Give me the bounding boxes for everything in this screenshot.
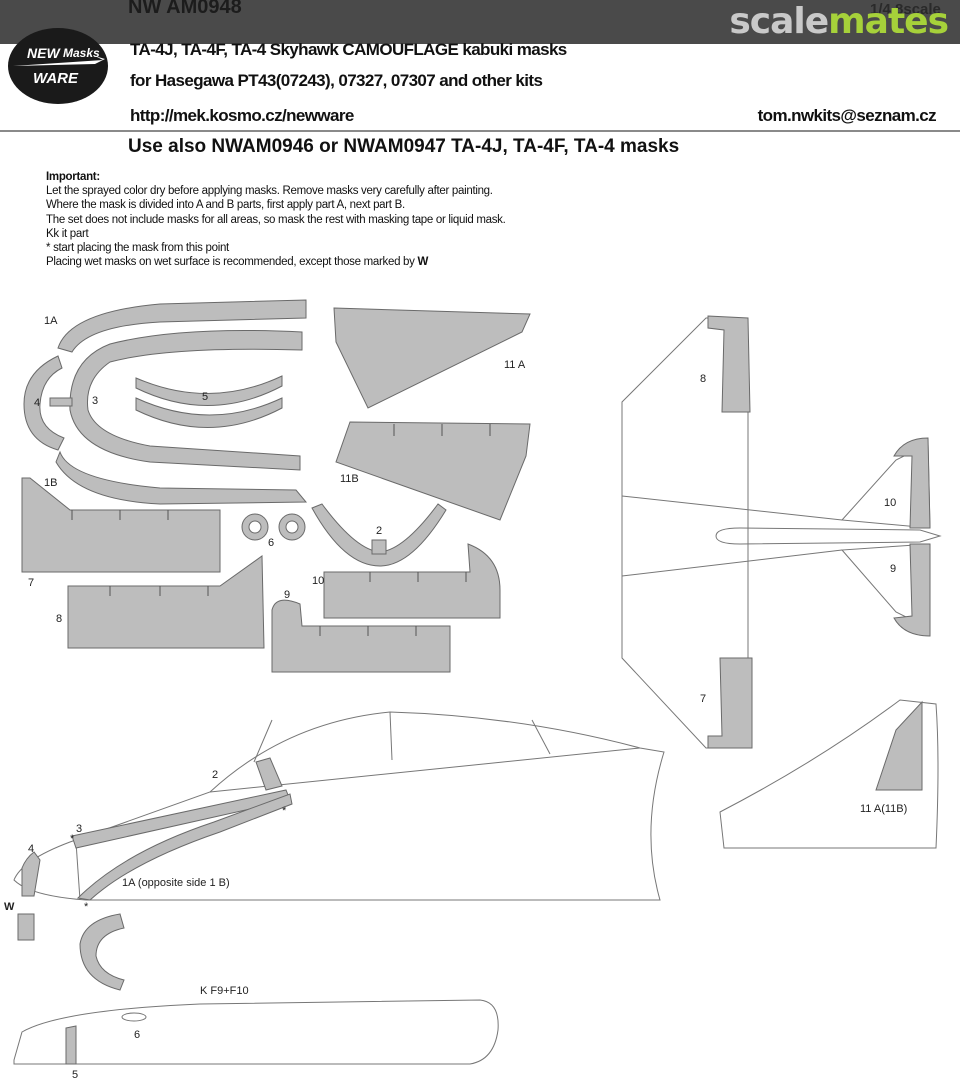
label-7: 7 xyxy=(28,577,34,589)
bottom-label-5: 5 xyxy=(72,1069,78,1080)
mask-5a xyxy=(135,375,283,406)
bottom-label-6: 6 xyxy=(134,1029,140,1041)
plan-mask-9 xyxy=(893,543,931,637)
tail-label: 11 A(11B) xyxy=(860,803,907,815)
planform-view xyxy=(621,317,942,749)
wet-mark-icon: W xyxy=(417,256,429,269)
label-3: 3 xyxy=(92,395,98,407)
note-line: The set does not include masks for all a… xyxy=(46,213,506,226)
start-marker-1: * xyxy=(282,805,287,817)
label-2: 2 xyxy=(376,525,382,537)
note-line: Placing wet masks on wet surface is reco… xyxy=(46,256,429,269)
label-4: 4 xyxy=(34,397,40,409)
important-notes: Important: Let the sprayed color dry bef… xyxy=(46,170,506,269)
mask-9 xyxy=(271,599,451,673)
label-11a: 11 A xyxy=(504,359,526,371)
header-divider xyxy=(0,130,960,132)
start-marker-3: * xyxy=(84,901,89,913)
logo-line3: WARE xyxy=(33,70,79,87)
side-label-3: 3 xyxy=(76,823,82,835)
plan-label-8: 8 xyxy=(700,373,706,385)
logo-line1: NEW xyxy=(27,45,61,61)
wet-mark-icon-side: W xyxy=(4,901,15,913)
related-sets-note: Use also NWAM0946 or NWAM0947 TA-4J, TA-… xyxy=(128,136,680,157)
mask-3-tab xyxy=(49,397,73,407)
side-view xyxy=(13,699,939,1065)
mask-1b xyxy=(55,450,308,505)
title-line1: TA-4J, TA-4F, TA-4 Skyhawk CAMOUFLAGE ka… xyxy=(130,40,567,59)
side-label-1a: 1A (opposite side 1 B) xyxy=(122,877,230,889)
plan-mask-10 xyxy=(893,437,931,529)
product-code: NW AM0948 xyxy=(128,0,242,18)
mask-8 xyxy=(67,555,265,649)
mask-10 xyxy=(323,543,501,619)
side-label-2: 2 xyxy=(212,769,218,781)
brand-part1: scale xyxy=(729,1,829,42)
mask-2-tab xyxy=(371,539,387,555)
mask-3 xyxy=(69,330,303,471)
email-link[interactable]: tom.nwkits@seznam.cz xyxy=(757,106,937,125)
side-mask-2 xyxy=(255,757,283,791)
label-1b: 1B xyxy=(44,477,57,489)
note-line: Where the mask is divided into A and B p… xyxy=(46,199,405,212)
scale-label: 1/4 8scale xyxy=(870,1,941,18)
label-1a: 1A xyxy=(44,315,58,327)
mask-11a xyxy=(333,307,531,409)
note-line: Let the sprayed color dry before applyin… xyxy=(46,185,493,198)
mask-1a xyxy=(57,299,307,353)
label-10: 10 xyxy=(312,575,324,587)
website-link[interactable]: http://mek.kosmo.cz/newware xyxy=(130,106,354,125)
mask-4 xyxy=(23,355,65,451)
start-marker-2: * xyxy=(70,833,75,845)
label-11b: 11B xyxy=(340,473,359,485)
kf-label: K F9+F10 xyxy=(200,985,249,997)
note-line: * start placing the mask from this point xyxy=(46,242,229,255)
brand-part2: mates xyxy=(828,1,949,42)
plan-mask-7 xyxy=(707,657,753,749)
plan-label-9: 9 xyxy=(890,563,896,575)
newware-logo: NEW Masks WARE xyxy=(8,28,108,104)
plan-label-7: 7 xyxy=(700,693,706,705)
side-small-b xyxy=(79,913,125,991)
note-line: Kk it part xyxy=(46,227,89,240)
logo-line2: Masks xyxy=(63,46,100,60)
label-9: 9 xyxy=(284,589,290,601)
tail-mask-11a xyxy=(875,700,923,791)
title-line2: for Hasegawa PT43(07243), 07327, 07307 a… xyxy=(130,71,543,90)
top-banner xyxy=(0,0,960,44)
label-5: 5 xyxy=(202,391,208,403)
mask-2 xyxy=(311,503,447,567)
bottom-mask-5 xyxy=(65,1025,77,1065)
side-small-a xyxy=(17,913,35,941)
important-heading: Important: xyxy=(46,171,100,183)
side-mask-4 xyxy=(21,851,41,897)
label-6: 6 xyxy=(268,537,274,549)
side-label-4: 4 xyxy=(28,843,34,855)
side-mask-1a xyxy=(76,793,293,901)
mask-7 xyxy=(21,477,221,573)
plan-label-10: 10 xyxy=(884,497,896,509)
plan-mask-8 xyxy=(707,315,751,413)
brand-watermark: scalemates xyxy=(729,1,949,42)
label-8: 8 xyxy=(56,613,62,625)
mask-11b xyxy=(335,421,531,521)
mask-5b xyxy=(135,397,283,428)
